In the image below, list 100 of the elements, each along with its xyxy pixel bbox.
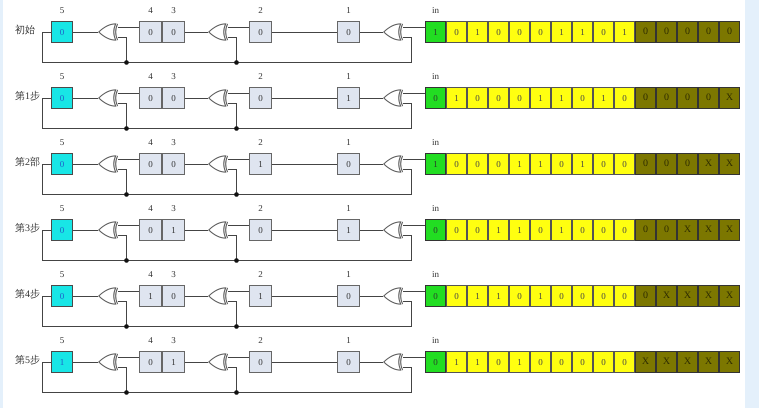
- wire: [184, 362, 208, 363]
- message-bit-cell: 1: [467, 285, 488, 307]
- bit-position-label: 2: [258, 138, 263, 147]
- register-cell: 0: [337, 153, 360, 175]
- padding-bit-cell: 0: [635, 21, 656, 43]
- input-bit-cell: 1: [425, 21, 446, 43]
- input-label: in: [432, 204, 439, 213]
- wire: [72, 296, 98, 297]
- message-bit-cell: 0: [509, 285, 530, 307]
- message-bit-cell: 1: [551, 21, 572, 43]
- input-label: in: [432, 6, 439, 15]
- message-bit-cell: 1: [530, 87, 551, 109]
- input-label: in: [432, 72, 439, 81]
- message-bit-cell: 0: [446, 153, 467, 175]
- register-cell: 0: [337, 21, 360, 43]
- register-cell: 0: [51, 219, 73, 241]
- padding-bit-cell: X: [719, 153, 740, 175]
- message-bit-cell: 0: [530, 21, 551, 43]
- wire: [360, 296, 384, 297]
- bit-position-label: 5: [60, 138, 64, 147]
- message-bit-cell: 0: [551, 351, 572, 373]
- wire: [360, 32, 384, 33]
- padding-bit-cell: 0: [656, 219, 677, 241]
- message-bit-cell: 1: [530, 285, 551, 307]
- message-bit-cell: 1: [572, 21, 593, 43]
- padding-bit-cell: X: [677, 351, 698, 373]
- wire: [118, 27, 140, 28]
- message-bit-cell: 0: [593, 153, 614, 175]
- padding-bit-cell: X: [698, 219, 719, 241]
- wire: [272, 98, 338, 99]
- message-bit-cell: 0: [614, 351, 635, 373]
- xor-gate-symbol: [98, 287, 118, 305]
- message-bit-cell: 0: [614, 285, 635, 307]
- bit-position-label: 2: [258, 72, 263, 81]
- bit-position-label: 1: [346, 138, 351, 147]
- xor-gate-symbol: [98, 23, 118, 41]
- wire: [272, 362, 338, 363]
- bit-position-label: 5: [60, 72, 64, 81]
- message-bit-cell: 0: [488, 21, 509, 43]
- bit-position-label: 5: [60, 336, 64, 345]
- wire: [228, 93, 250, 94]
- bit-position-label: 5: [60, 204, 64, 213]
- bit-position-label: 3: [171, 270, 176, 279]
- message-bit-cell: 1: [446, 351, 467, 373]
- wire: [272, 230, 338, 231]
- xor-gate-symbol: [383, 287, 403, 305]
- bit-position-label: 2: [258, 270, 263, 279]
- message-bit-cell: 0: [446, 219, 467, 241]
- register-cell: 0: [139, 153, 162, 175]
- register-cell: 0: [162, 87, 185, 109]
- padding-bit-cell: 0: [719, 21, 740, 43]
- register-cell: 0: [139, 21, 162, 43]
- message-bit-cell: 1: [593, 87, 614, 109]
- message-bit-cell: 0: [467, 153, 488, 175]
- padding-bit-cell: X: [719, 219, 740, 241]
- register-cell: 1: [249, 153, 272, 175]
- wire: [228, 291, 250, 292]
- input-label: in: [432, 138, 439, 147]
- xor-gate-symbol: [98, 89, 118, 107]
- message-bit-cell: 1: [488, 285, 509, 307]
- register-cell: 0: [51, 21, 73, 43]
- xor-gate-symbol: [383, 89, 403, 107]
- message-bit-cell: 0: [614, 87, 635, 109]
- wire: [118, 93, 140, 94]
- wire: [184, 230, 208, 231]
- wire: [402, 225, 426, 226]
- message-bit-cell: 1: [614, 21, 635, 43]
- register-cell: 0: [139, 219, 162, 241]
- register-cell: 0: [139, 351, 162, 373]
- message-bit-cell: 0: [467, 87, 488, 109]
- bit-position-label: 3: [171, 6, 176, 15]
- padding-bit-cell: 0: [635, 153, 656, 175]
- input-bit-cell: 0: [425, 219, 446, 241]
- padding-bit-cell: X: [656, 285, 677, 307]
- padding-bit-cell: 0: [635, 87, 656, 109]
- xor-gate-symbol: [208, 353, 228, 371]
- wire: [72, 164, 98, 165]
- message-bit-cell: 0: [530, 219, 551, 241]
- padding-bit-cell: 0: [656, 153, 677, 175]
- bit-position-label: 3: [171, 72, 176, 81]
- message-bit-cell: 0: [551, 153, 572, 175]
- xor-gate-symbol: [208, 89, 228, 107]
- bit-position-label: 2: [258, 204, 263, 213]
- register-cell: 0: [249, 21, 272, 43]
- step-label: 初始: [15, 26, 35, 36]
- bit-position-label: 2: [258, 336, 263, 345]
- padding-bit-cell: X: [656, 351, 677, 373]
- bit-position-label: 3: [171, 336, 176, 345]
- message-bit-cell: 0: [593, 219, 614, 241]
- padding-bit-cell: 0: [656, 21, 677, 43]
- bit-position-label: 1: [346, 6, 351, 15]
- register-cell: 0: [249, 351, 272, 373]
- bit-position-label: 4: [148, 336, 153, 345]
- padding-bit-cell: 0: [656, 87, 677, 109]
- message-bit-cell: 1: [446, 87, 467, 109]
- step-label: 第2部: [15, 158, 40, 168]
- wire: [184, 164, 208, 165]
- register-cell: 1: [51, 351, 73, 373]
- message-bit-cell: 1: [551, 87, 572, 109]
- input-label: in: [432, 270, 439, 279]
